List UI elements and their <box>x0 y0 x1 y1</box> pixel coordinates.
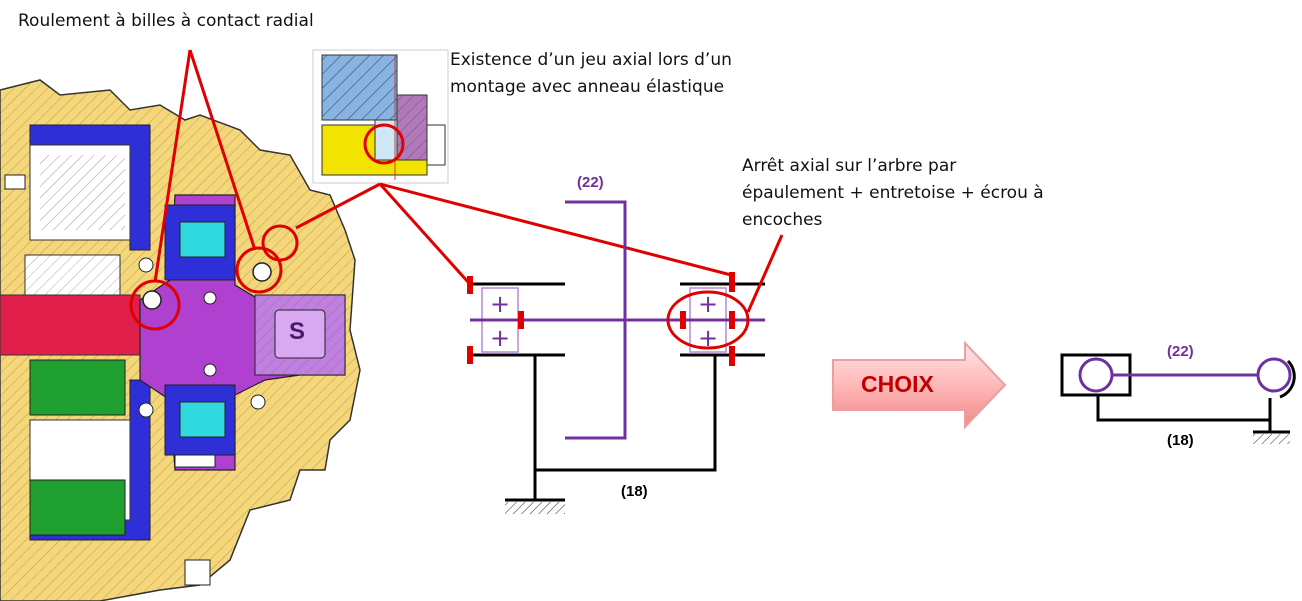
axial-play-annotation-line1: Existence d’un jeu axial lors d’un <box>450 50 732 70</box>
inset-leader-lines <box>295 182 736 284</box>
svg-text:+: + <box>490 324 510 352</box>
svg-text:+: + <box>490 290 510 318</box>
choice-part-18-label: (18) <box>1167 432 1194 449</box>
bearing-leader-lines <box>153 49 257 283</box>
choice-part-22-label: (22) <box>1167 343 1194 360</box>
svg-text:+: + <box>698 324 718 352</box>
axial-stop-annotation-line1: Arrêt axial sur l’arbre par <box>742 156 957 176</box>
kinematic-schema: + + + + <box>467 200 784 514</box>
bearing-highlight-circles <box>129 224 299 331</box>
bearing-annotation: Roulement à billes à contact radial <box>18 11 314 31</box>
axial-play-annotation-line2: montage avec anneau élastique <box>450 77 725 97</box>
schema-part-18-label: (18) <box>621 483 648 500</box>
svg-text:+: + <box>698 290 718 318</box>
axial-stop-annotation-line3: encoches <box>742 210 823 230</box>
axial-stop-annotation-line2: épaulement + entretoise + écrou à <box>742 183 1044 203</box>
schema-part-22-label: (22) <box>577 174 604 191</box>
choix-label: CHOIX <box>861 371 934 397</box>
part-s-letter: S <box>289 318 306 345</box>
circlip-detail-inset <box>312 49 449 184</box>
choix-arrow <box>832 340 1007 430</box>
chosen-schema <box>1060 353 1296 444</box>
cutaway-drawing <box>0 79 361 601</box>
